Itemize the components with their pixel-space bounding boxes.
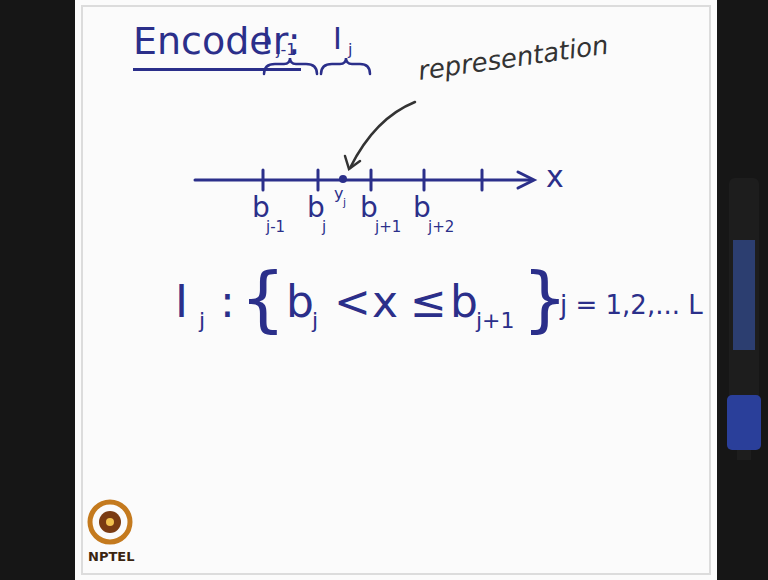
slide-title: Encoder:: [133, 22, 301, 71]
formula-symbol: :: [220, 280, 235, 324]
subscript: j+1: [476, 310, 515, 332]
subscript: j: [312, 310, 318, 332]
logo-text: NPTEL: [88, 550, 134, 563]
axis-label: x: [546, 162, 564, 192]
formula-symbol: <: [334, 280, 371, 324]
boundary-label: b: [307, 194, 325, 222]
formula-symbol: x: [372, 280, 398, 324]
leader-arrow: [345, 102, 415, 169]
interval-name: I: [333, 24, 342, 54]
interval-name: I: [262, 24, 271, 54]
number-line: [195, 170, 534, 190]
subscript: j: [199, 310, 205, 332]
formula-symbol: I: [175, 280, 188, 324]
boundary-label: b: [413, 194, 431, 222]
formula-symbol: b: [286, 280, 314, 324]
subscript: j+1: [375, 220, 401, 235]
subscript: j-1: [266, 220, 285, 235]
formula-symbol: b: [450, 280, 478, 324]
index-range: j = 1,2,... L: [560, 292, 703, 318]
point-label: y: [334, 186, 343, 202]
formula-brace: {: [240, 262, 286, 334]
whiteboard: [75, 0, 717, 580]
representation-point: [339, 175, 347, 183]
subscript: j-1: [276, 42, 296, 58]
nptel-logo: [90, 502, 130, 542]
boundary-label: b: [252, 194, 270, 222]
marker-pen: [727, 178, 761, 460]
subscript: j: [322, 220, 326, 235]
boundary-label: b: [360, 194, 378, 222]
subscript: j: [343, 197, 346, 208]
board-frame: [82, 6, 710, 574]
subscript: j+2: [428, 220, 454, 235]
subscript: j: [348, 42, 352, 58]
formula-symbol: ≤: [410, 280, 447, 324]
